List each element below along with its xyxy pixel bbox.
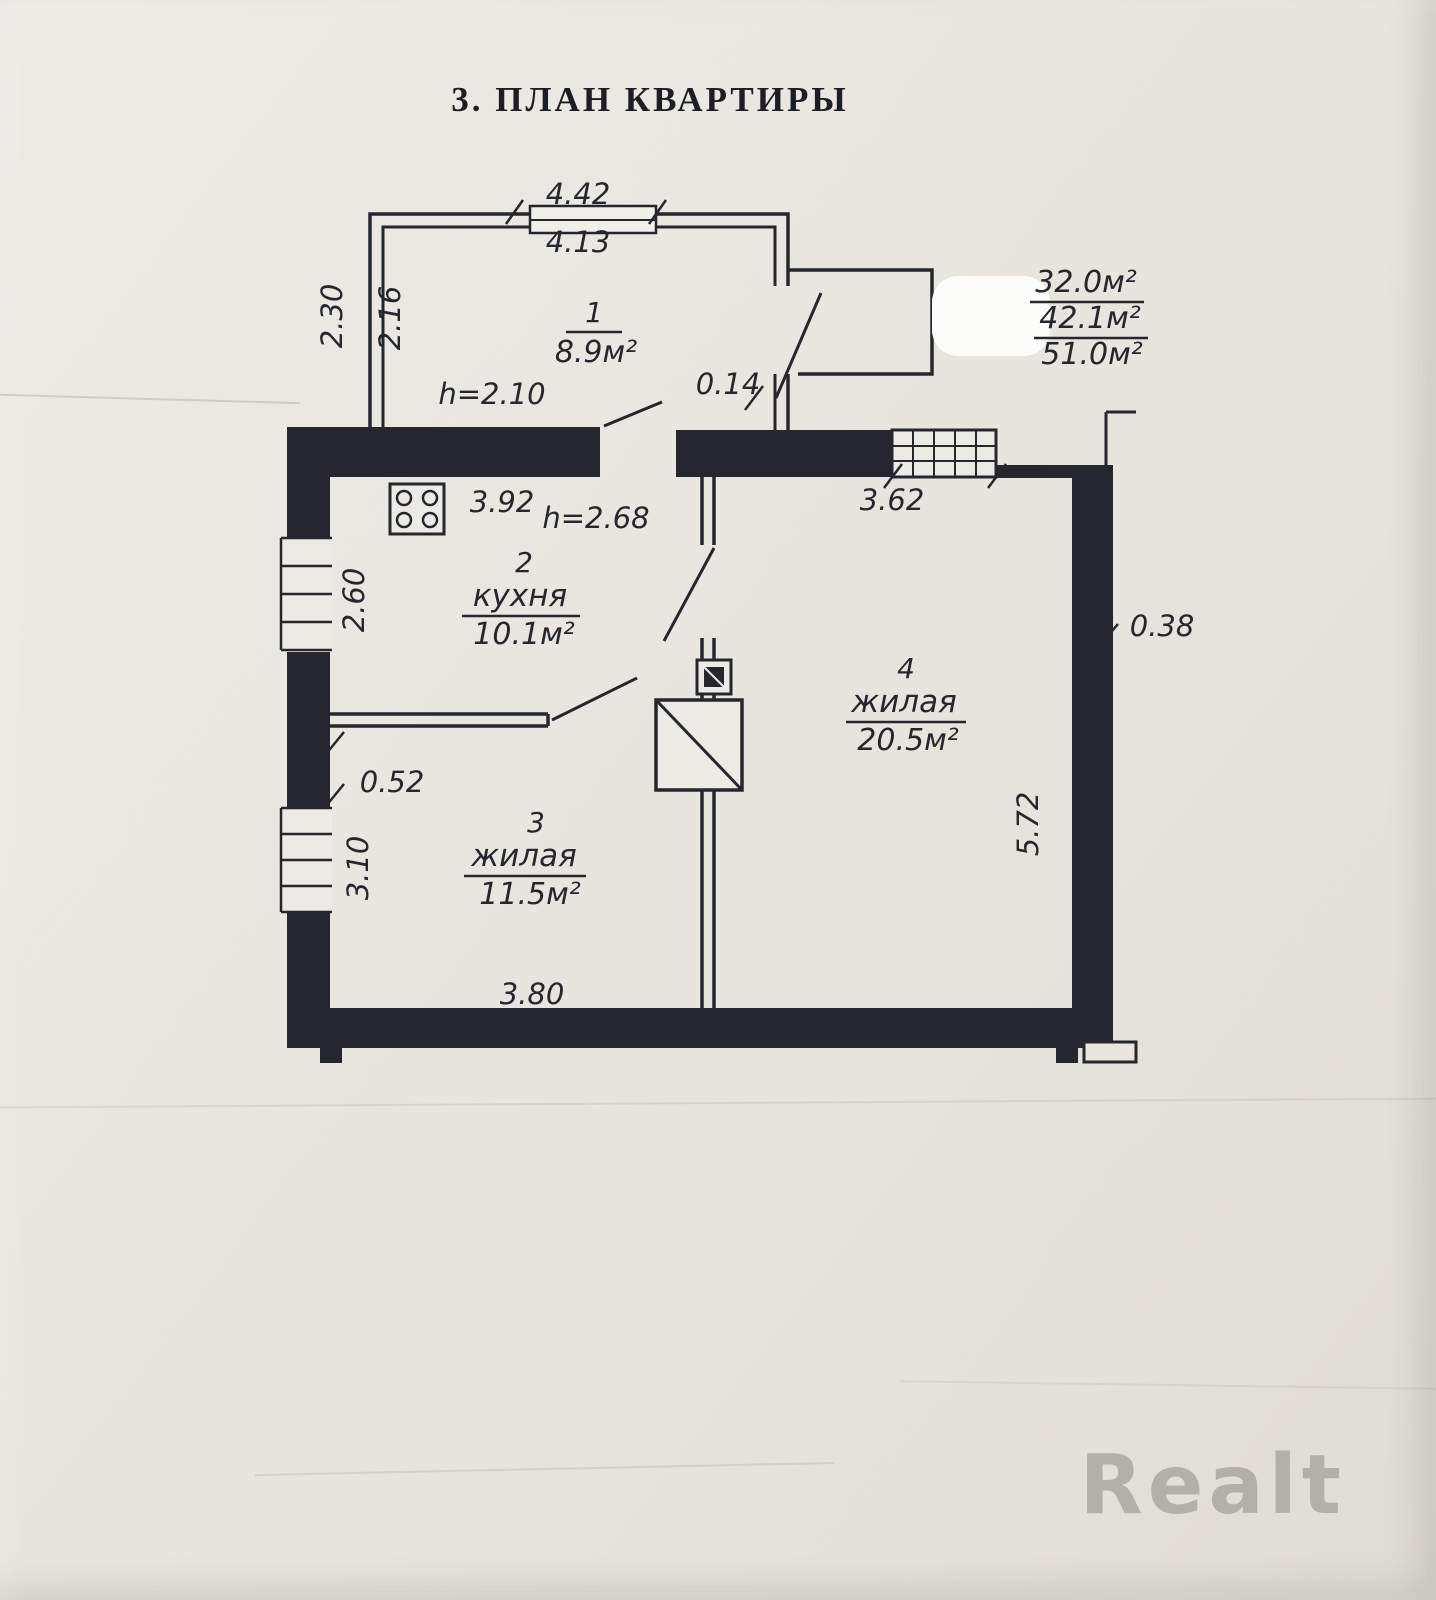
left-window-kitchen <box>279 536 332 652</box>
door-kitchen-room3 <box>551 676 638 722</box>
height-main: h=2.68 <box>542 501 649 535</box>
chimney-flue-symbol <box>654 698 744 792</box>
dim-room3-left: 3.10 <box>341 836 375 901</box>
gas-stove-symbol <box>388 482 446 536</box>
wall-top-left <box>287 427 600 477</box>
room2-area: 10.1м² <box>473 617 574 652</box>
dim-kitchen-left: 2.60 <box>337 568 371 633</box>
area-living: 32.0м² <box>1035 265 1136 300</box>
dim-top-inner: 4.13 <box>546 225 611 259</box>
room3-area: 11.5м² <box>479 877 580 912</box>
dim-kitchen-width: 3.92 <box>470 485 535 519</box>
vent-box-symbol <box>695 658 733 696</box>
top-window-room4 <box>890 428 998 479</box>
left-window-room3 <box>279 806 332 914</box>
wall-top-mid <box>676 430 892 477</box>
door-leaves <box>551 292 823 722</box>
room2-name: кухня <box>473 578 567 614</box>
wall-foot-right <box>1056 1048 1078 1063</box>
area-heated: 42.1м² <box>1039 301 1140 336</box>
room4-name: жилая <box>850 684 957 720</box>
door-vestibule-hall <box>774 292 823 399</box>
partition-horizontal <box>330 712 550 728</box>
dimension-ticks <box>325 199 1119 807</box>
room4-area: 20.5м² <box>857 723 958 758</box>
hall-window <box>528 204 658 235</box>
wall-bottom <box>287 1008 1113 1048</box>
door-hall-kitchen <box>603 400 663 428</box>
watermark-logo: Realt <box>1079 1438 1346 1533</box>
room1-area: 8.9м² <box>555 335 637 370</box>
wall-left <box>287 427 330 1048</box>
dim-hall-left-inner: 2.16 <box>373 286 407 351</box>
page-title: 3. ПЛАН КВАРТИРЫ <box>451 80 849 119</box>
dim-hall-left-outer: 2.30 <box>315 284 349 349</box>
dim-entry-offset: 0.14 <box>696 367 761 401</box>
dim-outer-wall: 0.38 <box>1130 609 1195 643</box>
room4-number: 4 <box>897 652 915 685</box>
height-hall: h=2.10 <box>438 377 545 411</box>
exterior-right-line <box>1082 410 1138 1064</box>
wall-foot-left <box>320 1048 342 1063</box>
door-kitchen-room4 <box>662 547 716 642</box>
room1-number: 1 <box>585 296 603 329</box>
dim-top-window: 4.42 <box>546 177 611 211</box>
room2-number: 2 <box>515 546 533 579</box>
redaction-blob <box>932 276 1050 356</box>
dim-stub-wall: 0.52 <box>360 765 425 799</box>
dim-room4-right: 5.72 <box>1011 792 1045 857</box>
main-walls <box>287 427 1113 1063</box>
room3-name: жилая <box>470 838 577 874</box>
area-total: 51.0м² <box>1041 337 1142 372</box>
dim-room4-window: 3.62 <box>860 483 925 517</box>
dim-room3-width: 3.80 <box>500 977 565 1011</box>
room3-number: 3 <box>527 806 545 839</box>
